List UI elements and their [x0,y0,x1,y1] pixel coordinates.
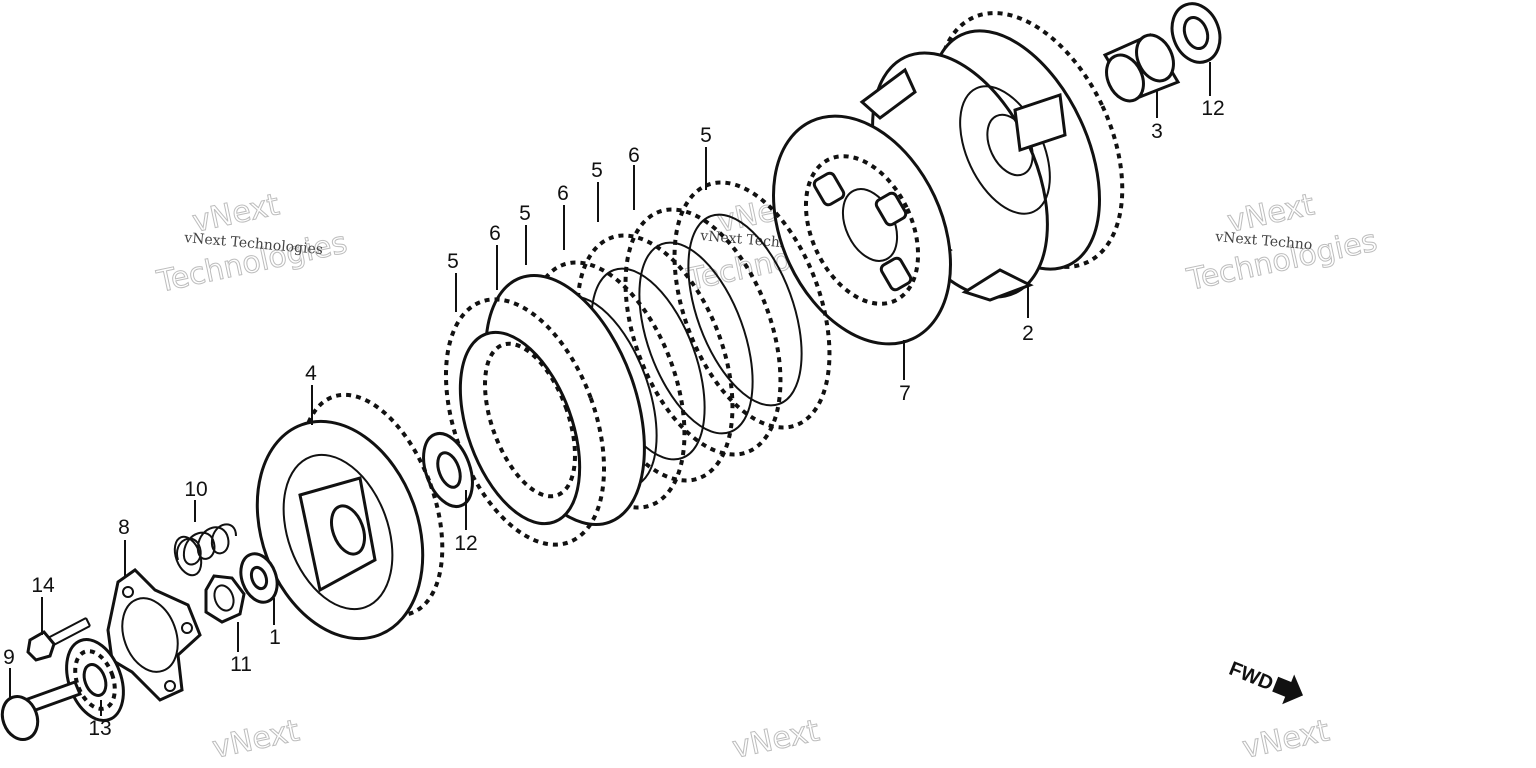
callout-6-a: 6 [489,222,501,245]
watermark-right: vNext Technologies vNext Techno [1183,187,1381,299]
callout-5-c: 5 [591,159,603,182]
watermark-left: vNext Technologies vNext Technologies [153,187,351,301]
callout-4: 4 [305,362,317,385]
clutch-spring [173,523,237,577]
callout-1: 1 [269,626,281,649]
watermark-brand-line1: vNext [1239,713,1332,766]
callout-14: 14 [31,574,55,597]
callout-6-b: 6 [557,182,569,205]
flange-bolt [26,617,91,662]
thrust-washer-top [1170,2,1222,64]
callout-8: 8 [118,516,130,539]
callout-12-top: 12 [1201,97,1224,120]
watermark-brand-line1: vNext [209,713,302,766]
clutch-lifter-plate [106,568,202,702]
callout-10: 10 [184,478,207,501]
callout-5-d: 5 [700,124,712,147]
washer-small [239,552,279,604]
watermark-bottom: vNext vNext vNext [209,713,1333,767]
callout-5-a: 5 [447,250,459,273]
callout-2: 2 [1022,322,1034,345]
clutch-collar [1102,33,1181,103]
callout-12-middle: 12 [454,532,477,555]
clutch-center [255,392,445,641]
callout-11: 11 [230,653,252,676]
fwd-direction-marker: FWD [1226,658,1304,705]
fwd-arrow-icon [1272,674,1304,705]
callout-13: 13 [88,717,111,740]
callout-5-b: 5 [519,202,531,225]
callout-3: 3 [1151,120,1163,143]
clutch-pressure-plate [772,114,952,346]
clutch-disc-stack [443,180,832,547]
clutch-lock-nut [204,574,246,624]
clutch-lifter-rod [0,680,82,741]
callout-6-c: 6 [628,144,640,167]
leader-lines [9,62,1211,716]
callout-labels: 2 3 12 4 7 5 5 5 5 6 6 6 12 1 11 10 8 14… [3,97,1225,740]
fwd-label: FWD [1226,658,1276,695]
watermark-brand-line1: vNext [729,713,822,766]
callout-9: 9 [3,646,15,669]
callout-7: 7 [899,382,911,405]
